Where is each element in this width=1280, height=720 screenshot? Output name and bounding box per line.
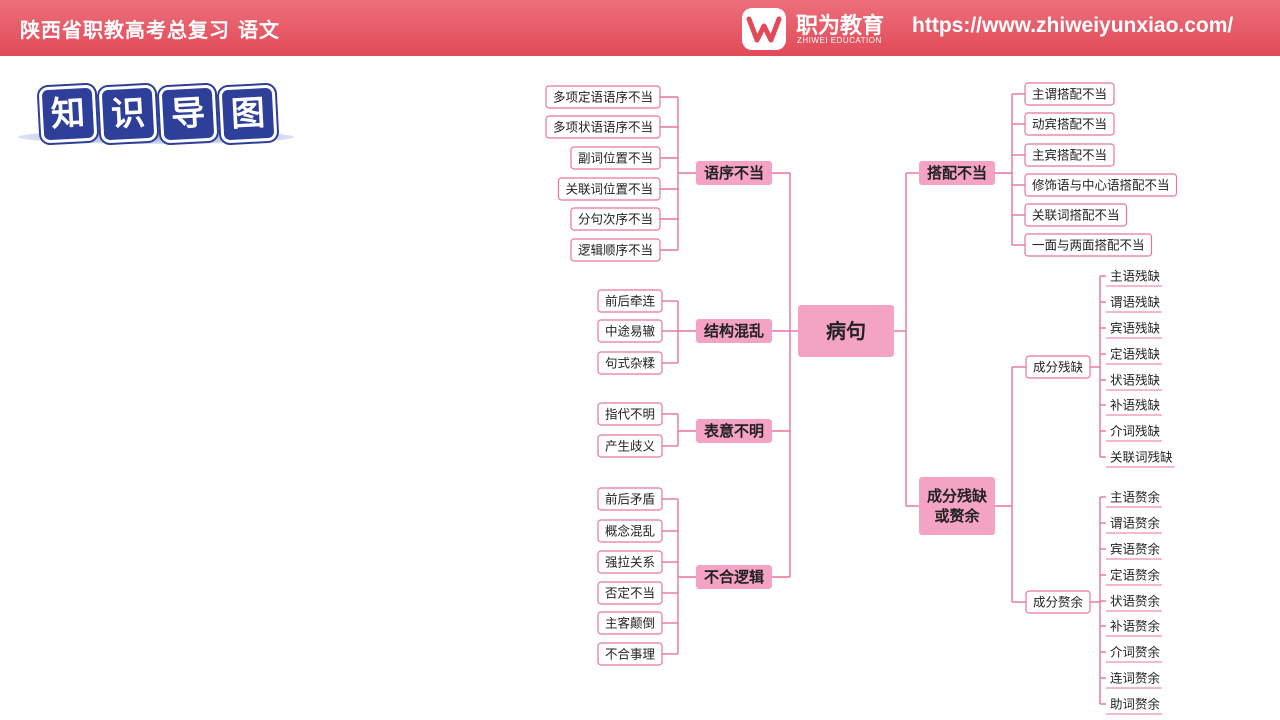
header-title: 陕西省职教高考总复习 语文 — [20, 18, 280, 42]
leaf-node-label: 主谓搭配不当 — [1032, 87, 1107, 102]
leaf-node-label: 前后牵连 — [605, 294, 656, 309]
leaf-node-label: 前后矛盾 — [605, 492, 655, 507]
root-node-label: 病句 — [826, 319, 866, 343]
branch-node-label: 结构混乱 — [704, 322, 764, 340]
leaf-node-label: 宾语残缺 — [1110, 321, 1161, 336]
brand-subtitle: ZHIWEI EDUCATION — [797, 36, 882, 45]
leaf-node-label: 主宾搭配不当 — [1032, 148, 1107, 163]
brand-name: 职为教育 — [796, 14, 885, 39]
branch-node-label: 不合逻辑 — [704, 568, 764, 586]
leaf-node-label: 一面与两面搭配不当 — [1032, 238, 1145, 253]
header-bar: 陕西省职教高考总复习 语文 职为教育 ZHIWEI EDUCATION http… — [0, 0, 1280, 56]
branch-node-box[interactable] — [696, 419, 772, 443]
branch-node-box[interactable] — [919, 161, 995, 185]
leaf-node-label: 状语赘余 — [1110, 594, 1161, 609]
branch-node-box[interactable] — [696, 319, 772, 343]
leaf-node-label: 多项定语语序不当 — [553, 90, 653, 105]
root-node-box[interactable] — [798, 305, 894, 357]
leaf-node-label: 不合事理 — [605, 647, 656, 662]
leaf-node-label: 定语赘余 — [1110, 568, 1161, 583]
leaf-node-label: 助词赘余 — [1110, 697, 1161, 712]
leaf-node-label: 多项状语语序不当 — [553, 120, 653, 135]
leaf-node-label: 谓语残缺 — [1110, 295, 1161, 310]
leaf-node-label: 否定不当 — [605, 586, 655, 601]
leaf-node-label: 概念混乱 — [605, 524, 655, 539]
branch-node-label: 搭配不当 — [927, 164, 987, 182]
leaf-node-label: 修饰语与中心语搭配不当 — [1032, 178, 1170, 193]
leaf-node-label: 补语赘余 — [1110, 619, 1161, 634]
branch-node-label: 成分残缺 — [927, 487, 988, 505]
leaf-node-label: 关联词搭配不当 — [1032, 208, 1120, 223]
leaf-node-label: 分句次序不当 — [578, 212, 653, 227]
leaf-node-label: 中途易辙 — [605, 324, 656, 339]
leaf-node-label: 成分赘余 — [1033, 595, 1084, 610]
leaf-node-label: 谓语赘余 — [1110, 516, 1161, 531]
leaf-node-label: 动宾搭配不当 — [1032, 117, 1107, 132]
leaf-node-label: 定语残缺 — [1110, 347, 1161, 362]
brand-logo-icon — [742, 8, 786, 50]
leaf-node-label: 指代不明 — [605, 407, 655, 422]
leaf-node-label: 句式杂糅 — [605, 356, 656, 371]
leaf-node-label: 连词赘余 — [1110, 671, 1161, 686]
leaf-node-label: 主语赘余 — [1110, 490, 1161, 505]
brand-url[interactable]: https://www.zhiweiyunxiao.com/ — [912, 14, 1234, 37]
leaf-node-label: 关联词位置不当 — [565, 182, 653, 197]
leaf-node-label: 状语残缺 — [1110, 373, 1161, 388]
branch-node-box[interactable] — [696, 565, 772, 589]
w-logo-icon — [746, 16, 782, 43]
section-title-banner: 知 识 导 图 — [18, 84, 294, 146]
leaf-node-label: 逻辑顺序不当 — [578, 243, 653, 258]
leaf-node-label: 主客颠倒 — [605, 616, 655, 631]
branch-node-box[interactable] — [919, 477, 995, 535]
leaf-node-label: 成分残缺 — [1033, 360, 1084, 375]
leaf-node-label: 产生歧义 — [605, 439, 656, 454]
leaf-node-label: 补语残缺 — [1110, 398, 1161, 413]
branch-node-label: 或赘余 — [934, 507, 980, 525]
leaf-node-label: 强拉关系 — [605, 555, 655, 570]
leaf-node-label: 关联词残缺 — [1110, 450, 1173, 465]
branch-node-label: 表意不明 — [704, 422, 764, 440]
leaf-node-label: 副词位置不当 — [578, 151, 653, 166]
leaf-node-label: 主语残缺 — [1110, 269, 1161, 284]
leaf-node-label: 介词赘余 — [1110, 645, 1161, 660]
leaf-node-label: 介词残缺 — [1110, 424, 1161, 439]
branch-node-box[interactable] — [696, 161, 772, 185]
leaf-node-label: 宾语赘余 — [1110, 542, 1161, 557]
branch-node-label: 语序不当 — [704, 164, 764, 182]
